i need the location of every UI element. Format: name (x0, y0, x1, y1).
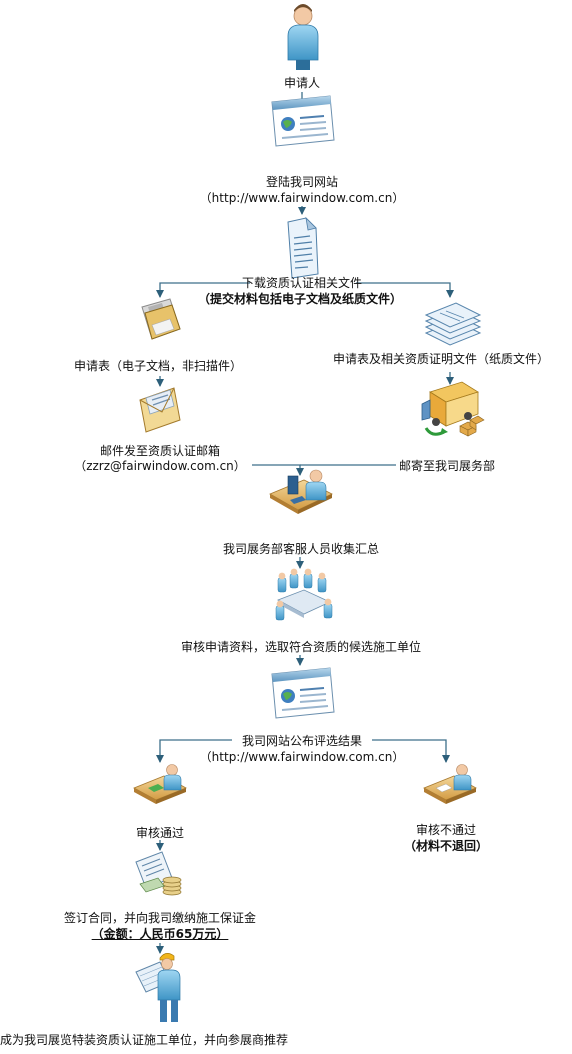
paper-stack-icon (424, 302, 482, 346)
arrow-email-to-collect (252, 464, 304, 476)
label-email-address: （zzrz@fairwindow.com.cn） (74, 459, 246, 473)
label-applicant: 申请人 (283, 76, 321, 90)
label-email-to: 邮件发至资质认证邮箱 (99, 444, 221, 458)
meeting-icon (275, 568, 333, 621)
website-icon (271, 95, 335, 147)
label-collect: 我司展务部客服人员收集汇总 (222, 542, 380, 556)
label-review: 审核申请资料，选取符合资质的候选施工单位 (180, 640, 422, 654)
label-mail-to: 邮寄至我司展务部 (399, 459, 496, 473)
label-download: 下载资质认证相关文件 (241, 276, 363, 290)
label-final: 成为我司展览特装资质认证施工单位，并向参展商推荐 (0, 1033, 289, 1047)
contract-money-icon (135, 851, 182, 896)
arrow-branch-right (356, 282, 454, 298)
label-form-electronic: 申请表（电子文档，非扫描件） (73, 359, 243, 373)
reviewer-fail-icon (423, 764, 477, 804)
arrow-branch-left (156, 282, 250, 298)
label-download-note: （提交材料包括电子文档及纸质文件） (197, 292, 403, 306)
arrow-publish-to-fail (372, 739, 450, 763)
construction-worker-icon (135, 953, 181, 1022)
label-login-url: （http://www.fairwindow.com.cn） (199, 191, 405, 205)
delivery-truck-icon (421, 381, 485, 437)
label-login: 登陆我司网站 (265, 175, 339, 189)
reviewer-pass-icon (133, 764, 187, 804)
website-icon (271, 667, 335, 719)
floppy-disk-icon (141, 298, 181, 340)
label-contract: 签订合同，并向我司缴纳施工保证金 (63, 911, 257, 925)
label-deposit: （金额：人民币65万元） (91, 927, 229, 941)
label-fail-note: （材料不退回） (403, 839, 489, 853)
arrow-publish-to-pass (156, 739, 232, 763)
label-form-paper: 申请表及相关资质证明文件（纸质文件） (333, 352, 550, 366)
envelope-icon (139, 387, 181, 433)
label-publish-url: （http://www.fairwindow.com.cn） (199, 750, 405, 764)
label-pass: 审核通过 (135, 826, 185, 840)
staff-at-computer-icon (269, 469, 333, 514)
person-icon (287, 4, 319, 70)
connectors (156, 92, 454, 954)
label-publish: 我司网站公布评选结果 (241, 734, 363, 748)
document-icon (287, 216, 319, 279)
label-fail: 审核不通过 (415, 823, 477, 837)
